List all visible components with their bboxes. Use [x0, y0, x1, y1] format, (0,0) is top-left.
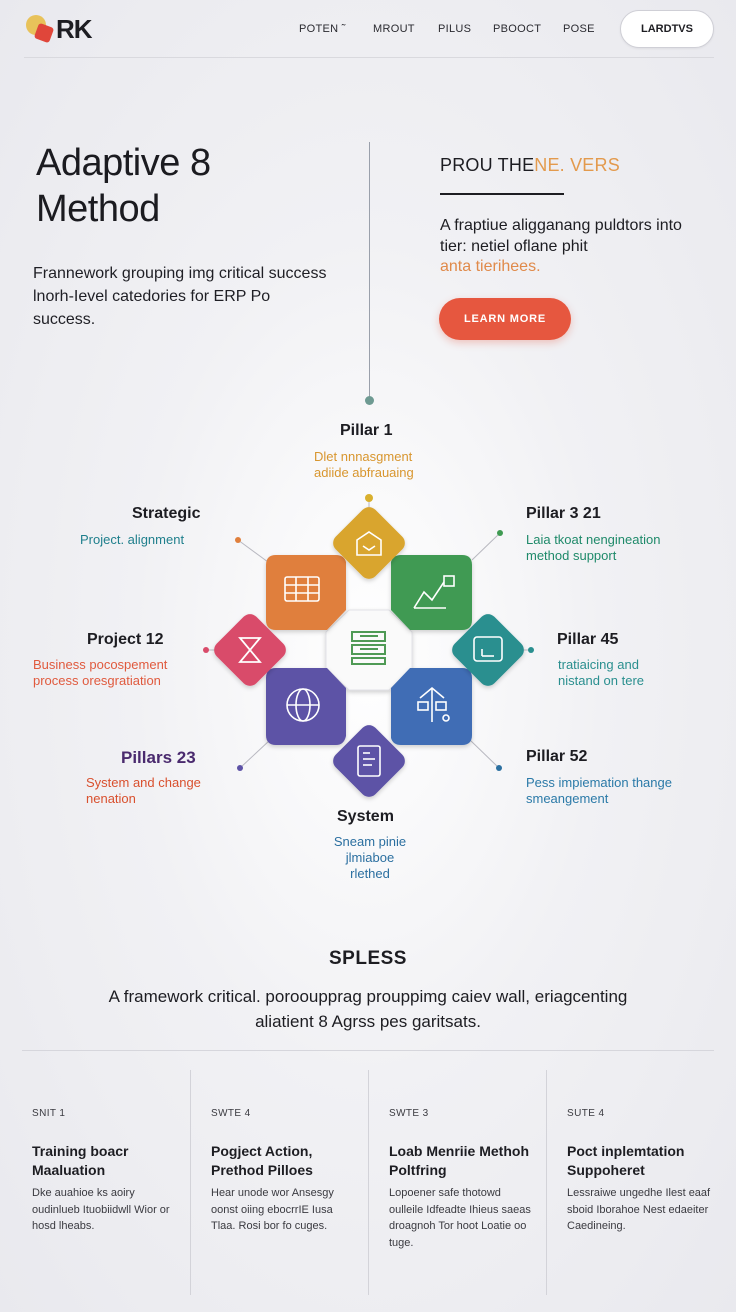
- right-text-accent: anta tierihees.: [440, 258, 541, 275]
- nav-link-2[interactable]: MROUT: [373, 23, 415, 35]
- tile-top[interactable]: [329, 503, 408, 582]
- step-number: SWTE 3: [389, 1108, 429, 1119]
- pillar-1-title: Pillar 1: [340, 422, 393, 439]
- pillars-graphic: [203, 494, 534, 800]
- step-card-2[interactable]: SWTE 4 Pogject Action, Prethod Pilloes H…: [190, 1070, 368, 1295]
- learn-more-button[interactable]: LEARN MORE: [439, 298, 571, 340]
- connector-dots: [203, 494, 534, 771]
- system-desc-line3: rlethed: [350, 866, 390, 881]
- project-desc-line1: Business pocospement: [33, 657, 168, 672]
- hero-subtitle: Frannework grouping img critical success…: [33, 265, 327, 328]
- project-desc-line2: process oresgratiation: [33, 673, 161, 688]
- divider-line: [369, 142, 370, 400]
- pillar-45-title: Pillar 45: [557, 631, 619, 648]
- hero-title: Adaptive 8 Method: [36, 140, 211, 232]
- right-heading-dark: PROU THE: [440, 155, 535, 175]
- step-desc: Hear unode wor Ansesgy oonst oiing ebocr…: [211, 1187, 334, 1232]
- pillar-45-desc: tratiaicing and nistand on tere: [558, 657, 644, 689]
- pillars-23-desc: System and change nenation: [86, 775, 201, 807]
- project-desc: Business pocospement process oresgratiat…: [33, 657, 167, 689]
- document-icon: [357, 745, 381, 777]
- step-number: SWTE 4: [211, 1108, 251, 1119]
- pillar-3-desc: Laia tkoat nengineation method support: [526, 532, 660, 564]
- logo[interactable]: RK: [24, 14, 93, 45]
- pillar-52-desc: Pess impiemation thange smeangement: [526, 775, 672, 807]
- pillar-52-title: Pillar 52: [526, 748, 588, 765]
- steps-row: SNIT 1 Training boacr Maaluation Dke aua…: [12, 1070, 724, 1295]
- pillar-3-title: Pillar 3 21: [526, 505, 601, 522]
- pillar-1-desc-line1: Dlet nnnasgment: [314, 449, 413, 464]
- nav-link-4[interactable]: PBOOCT: [493, 23, 542, 35]
- pillars-diagram: Pillar 1 Dlet nnnasgment adiide abfrauai…: [0, 400, 736, 900]
- box-icon: [356, 531, 382, 556]
- logo-text: RK: [56, 14, 93, 44]
- hero-title-line2: Method: [36, 188, 160, 230]
- step-card-4[interactable]: SUTE 4 Poct inplemtation Suppoheret Less…: [546, 1070, 724, 1295]
- strategic-title: Strategic: [132, 505, 201, 522]
- nav-link-3[interactable]: PILUS: [438, 23, 472, 35]
- top-nav: RK POTEN ˜ MROUT PILUS PBOOCT POSE LARDT…: [24, 0, 714, 58]
- step-title: Pogject Action, Prethod Pilloes: [211, 1143, 313, 1178]
- step-number: SUTE 4: [567, 1108, 605, 1119]
- nav-links: POTEN ˜ MROUT PILUS PBOOCT POSE: [299, 23, 595, 35]
- window-icon: [473, 636, 503, 662]
- step-desc: Lessraiwe ungedhe Ilest eaaf sboid Ibora…: [567, 1187, 711, 1232]
- nav-link-1[interactable]: POTEN ˜: [299, 23, 346, 35]
- pillar-52-desc-line2: smeangement: [526, 791, 609, 806]
- globe-icon: [286, 688, 320, 722]
- pillars-23-title: Pillars 23: [121, 748, 196, 767]
- tile-bottom-left[interactable]: [266, 668, 346, 745]
- hero-title-line1: Adaptive 8: [36, 142, 211, 184]
- tile-bottom[interactable]: [329, 721, 408, 800]
- right-heading: PROU THENE. VERS: [440, 155, 620, 176]
- step-desc: Lopoener safe thotowd oulleile Idfeadte …: [389, 1187, 531, 1249]
- summary-text: A framework critical. porooupprag proupp…: [108, 987, 628, 1031]
- right-text: A fraptiue aligganang puldtors into tier…: [440, 217, 682, 255]
- pillar-3-desc-line1: Laia tkoat nengineation: [526, 532, 661, 547]
- logo-icon: [24, 14, 58, 45]
- strategic-desc: Project. alignment: [80, 532, 185, 547]
- pillar-45-desc-line2: nistand on tere: [558, 673, 645, 688]
- pillar-52-desc-line1: Pess impiemation thange: [526, 775, 672, 790]
- hourglass-icon: [238, 637, 262, 663]
- step-card-3[interactable]: SWTE 3 Loab Menriie Methoh Poltfring Lop…: [368, 1070, 546, 1295]
- project-title: Project 12: [87, 631, 164, 648]
- system-desc: Sneam pinie jlmiaboe rlethed: [330, 834, 410, 882]
- summary-title: SPLESS: [329, 948, 407, 969]
- center-icon: [351, 631, 386, 665]
- step-title: Training boacr Maaluation: [32, 1143, 129, 1178]
- nav-cta-button[interactable]: LARDTVS: [620, 10, 714, 48]
- step-title: Poct inplemtation Suppoheret: [567, 1143, 685, 1178]
- pillars-23-desc-line1: System and change: [86, 775, 201, 790]
- tile-right[interactable]: [448, 610, 527, 689]
- pillars-23-desc-line2: nenation: [86, 791, 136, 806]
- pillar-45-desc-line1: tratiaicing and: [558, 657, 639, 672]
- system-desc-line1: Sneam pinie: [333, 834, 407, 849]
- pillar-1-desc-line2: adiide abfrauaing: [314, 465, 414, 480]
- divider-dot: [365, 396, 374, 405]
- right-heading-accent: NE. VERS: [534, 155, 620, 175]
- flow-icon: [417, 686, 450, 722]
- heading-rule: [440, 193, 564, 195]
- step-card-1[interactable]: SNIT 1 Training boacr Maaluation Dke aua…: [12, 1070, 190, 1295]
- step-desc: Dke auahioe ks aoiry oudinlueb Ituobiidw…: [32, 1187, 170, 1232]
- system-desc-line2: jlmiaboe: [345, 850, 395, 865]
- step-number: SNIT 1: [32, 1108, 66, 1119]
- pillar-1-desc: Dlet nnnasgment adiide abfrauaing: [314, 449, 414, 481]
- step-title: Loab Menriie Methoh Poltfring: [389, 1143, 529, 1178]
- chart-icon: [413, 575, 455, 609]
- grid-icon: [284, 576, 320, 602]
- system-title: System: [337, 808, 394, 825]
- tile-top-right[interactable]: [391, 555, 472, 630]
- section-divider: [22, 1050, 714, 1051]
- pillar-3-desc-line2: method support: [526, 548, 617, 563]
- nav-link-5[interactable]: POSE: [563, 23, 595, 35]
